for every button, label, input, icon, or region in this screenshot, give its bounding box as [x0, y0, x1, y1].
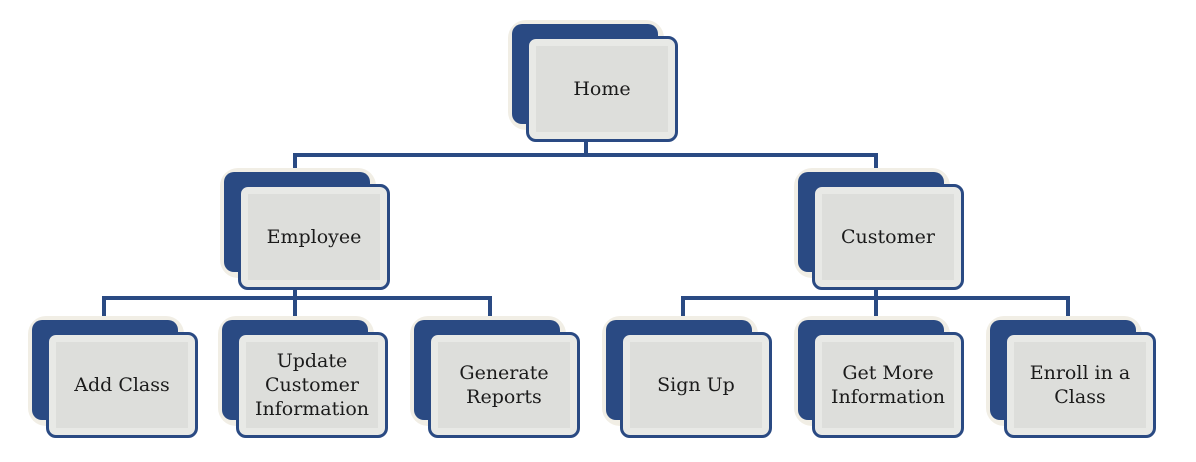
- node-generate-reports-label: Generate Reports: [459, 362, 549, 408]
- node-add-class: Add Class: [28, 316, 198, 438]
- node-update-customer: Update Customer Information: [218, 316, 388, 438]
- node-enroll-class: Enroll in a Class: [986, 316, 1156, 438]
- node-get-more-info-label: Get More Information: [830, 362, 946, 408]
- node-home: Home: [508, 20, 678, 142]
- node-update-customer-label: Update Customer Information: [254, 350, 370, 420]
- node-sign-up-label: Sign Up: [657, 374, 735, 396]
- node-enroll-class-label: Enroll in a Class: [1029, 362, 1131, 408]
- node-sign-up: Sign Up: [602, 316, 772, 438]
- node-home-label: Home: [573, 78, 631, 100]
- node-employee: Employee: [220, 168, 390, 290]
- node-employee-label: Employee: [266, 226, 362, 248]
- node-customer: Customer: [794, 168, 964, 290]
- node-customer-label: Customer: [841, 226, 935, 248]
- node-get-more-info: Get More Information: [794, 316, 964, 438]
- node-add-class-label: Add Class: [74, 374, 170, 396]
- node-generate-reports: Generate Reports: [410, 316, 580, 438]
